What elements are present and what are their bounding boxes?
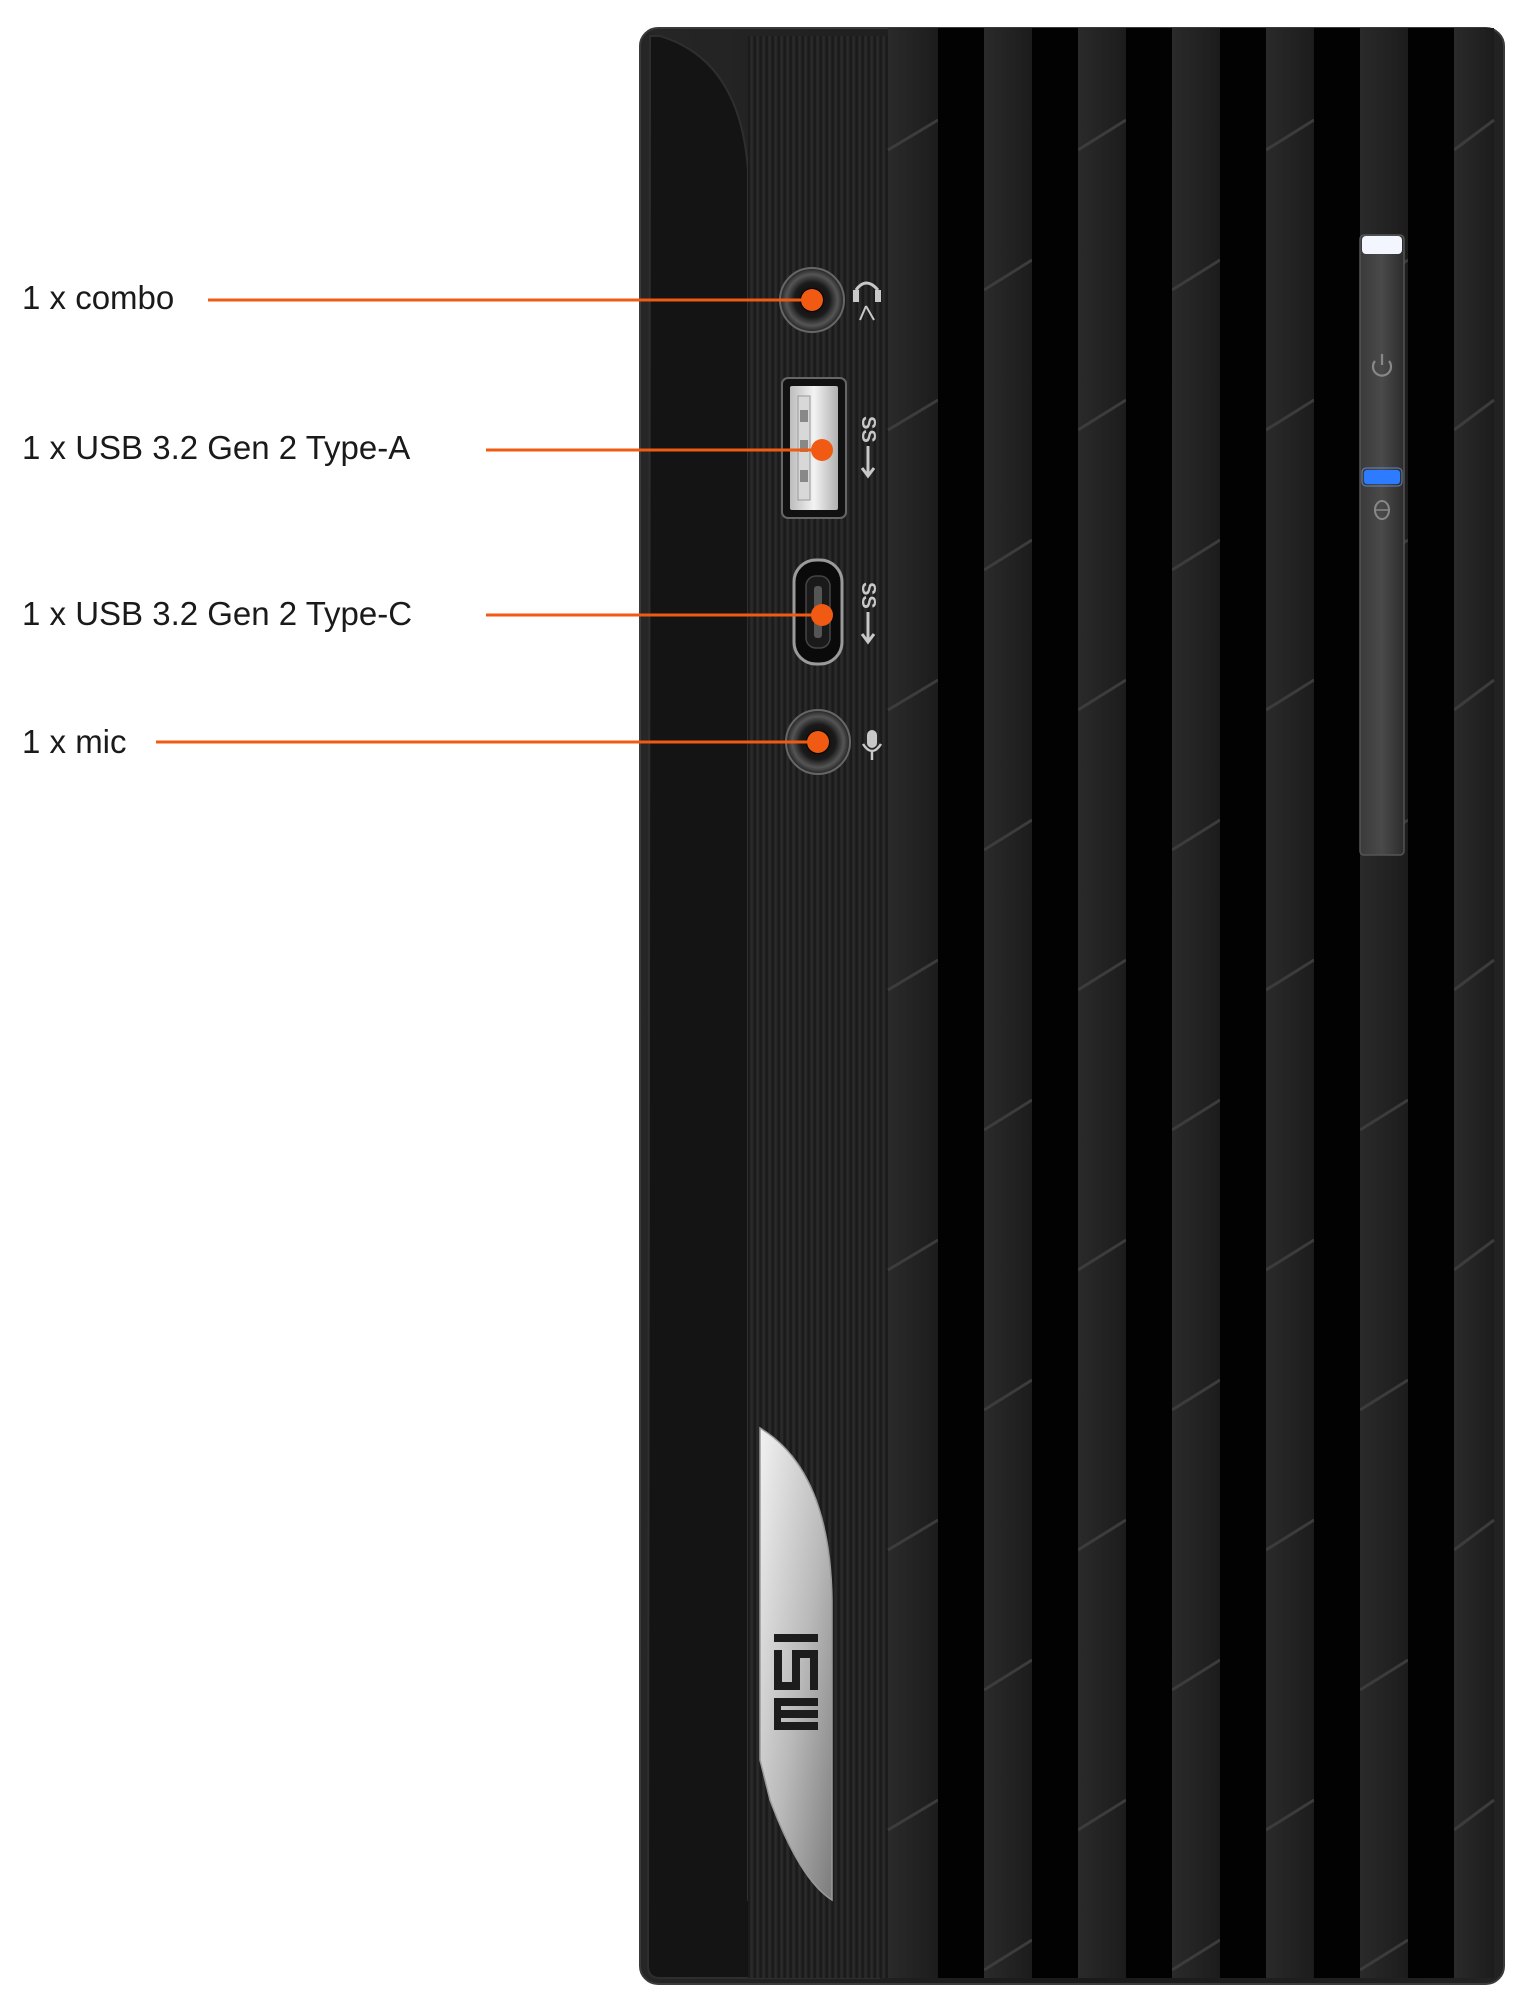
grille-facet [1453,678,1495,712]
grille-fin [1172,28,1220,1978]
front-grille [887,28,1495,1978]
grille-slot [1220,28,1266,1978]
grille-fin [1454,28,1494,1978]
callout-label-mic: 1 x mic [22,723,127,760]
grille-fin [984,28,1032,1978]
grille-facet [1265,1238,1315,1272]
superspeed-usb-icon: SS [857,416,879,479]
grille-facet [1265,1518,1315,1552]
grille-facet [1077,958,1127,992]
grille-facet [887,1238,939,1272]
grille-facet [887,958,939,992]
callout-dot-combo [801,289,823,311]
grille-slot [1314,28,1360,1978]
grille-slot [1408,28,1454,1978]
grille-facet [1077,678,1127,712]
grille-facet [1171,1658,1221,1692]
callout-dot-usb-type-c [811,604,833,626]
grille-facet [983,1938,1033,1972]
grille-facet [1453,1238,1495,1272]
grille-facet [1359,1378,1409,1412]
hdd-led-blue [1364,470,1400,484]
callout-label-usb-type-a: 1 x USB 3.2 Gen 2 Type-A [22,429,411,466]
grille-facet [1171,258,1221,292]
power-icon [1371,354,1393,377]
msi-logo [774,1634,818,1730]
grille-facet [1077,1798,1127,1832]
grille-facet [1453,1518,1495,1552]
grille-facet [1265,678,1315,712]
grille-facet [983,818,1033,852]
grille-facet [1453,1798,1495,1832]
grille-facet [1171,1378,1221,1412]
grille-facet [1265,398,1315,432]
callout-lines [156,289,833,753]
microphone-icon [861,730,883,760]
grille-fin [1078,28,1126,1978]
headset-icon [853,281,881,321]
svg-text:SS: SS [857,416,879,443]
svg-text:SS: SS [857,582,879,609]
grille-facet [1171,818,1221,852]
grille-facet [1171,1098,1221,1132]
grille-facet [887,1798,939,1832]
grille-fin [888,28,938,1978]
grille-facet [1265,958,1315,992]
grille-facet [1453,958,1495,992]
grille-slot [1032,28,1078,1978]
grille-facet [1171,538,1221,572]
grille-facet [983,538,1033,572]
grille-facet [887,678,939,712]
callout-dot-usb-type-a [811,439,833,461]
grille-facet [1453,398,1495,432]
grille-facet [1359,1658,1409,1692]
callout-dot-mic [807,731,829,753]
grille-facet [1077,398,1127,432]
grille-fin [1266,28,1314,1978]
grille-facet [1077,118,1127,152]
grille-facet [887,118,939,152]
grille-facet [983,1098,1033,1132]
grille-facet [983,1658,1033,1692]
grille-facet [1359,1938,1409,1972]
grille-facet [1171,1938,1221,1972]
power-button-strip [1359,234,1405,856]
grille-slot [938,28,984,1978]
grille-facet [1453,118,1495,152]
grille-facet [983,258,1033,292]
grille-facet [1359,1098,1409,1132]
callout-label-usb-type-c: 1 x USB 3.2 Gen 2 Type-C [22,595,413,632]
grille-facet [1077,1238,1127,1272]
grille-facet [1077,1518,1127,1552]
hdd-icon [1374,500,1390,520]
grille-facet [887,398,939,432]
callout-label-combo: 1 x combo [22,279,175,316]
grille-facet [1265,1798,1315,1832]
superspeed-usb-icon: SS [857,582,879,645]
grille-slot [1126,28,1172,1978]
grille-facet [1265,118,1315,152]
grille-facet [887,1518,939,1552]
grille-facet [983,1378,1033,1412]
power-led-white [1362,236,1402,254]
